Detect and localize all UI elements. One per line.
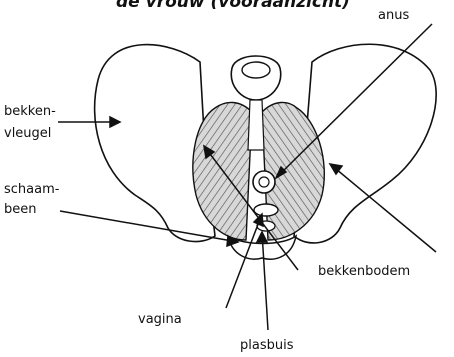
label-bekkenvleugel-line1: bekken- (4, 104, 56, 120)
label-schaambeen-line2: been (4, 202, 37, 218)
vaginal-opening (254, 204, 278, 216)
diagram-title: de vrouw (vooraanzicht) (116, 0, 350, 12)
label-schaambeen-line1: schaam- (4, 182, 59, 198)
label-anus: anus (378, 8, 409, 24)
label-vagina: vagina (138, 312, 182, 328)
coccyx (248, 100, 264, 150)
label-bekkenbodem: bekkenbodem (318, 264, 410, 280)
label-plasbuis: plasbuis (240, 338, 293, 354)
label-bekkenvleugel-line2: vleugel (4, 126, 51, 142)
vertebral-disc (242, 62, 270, 78)
